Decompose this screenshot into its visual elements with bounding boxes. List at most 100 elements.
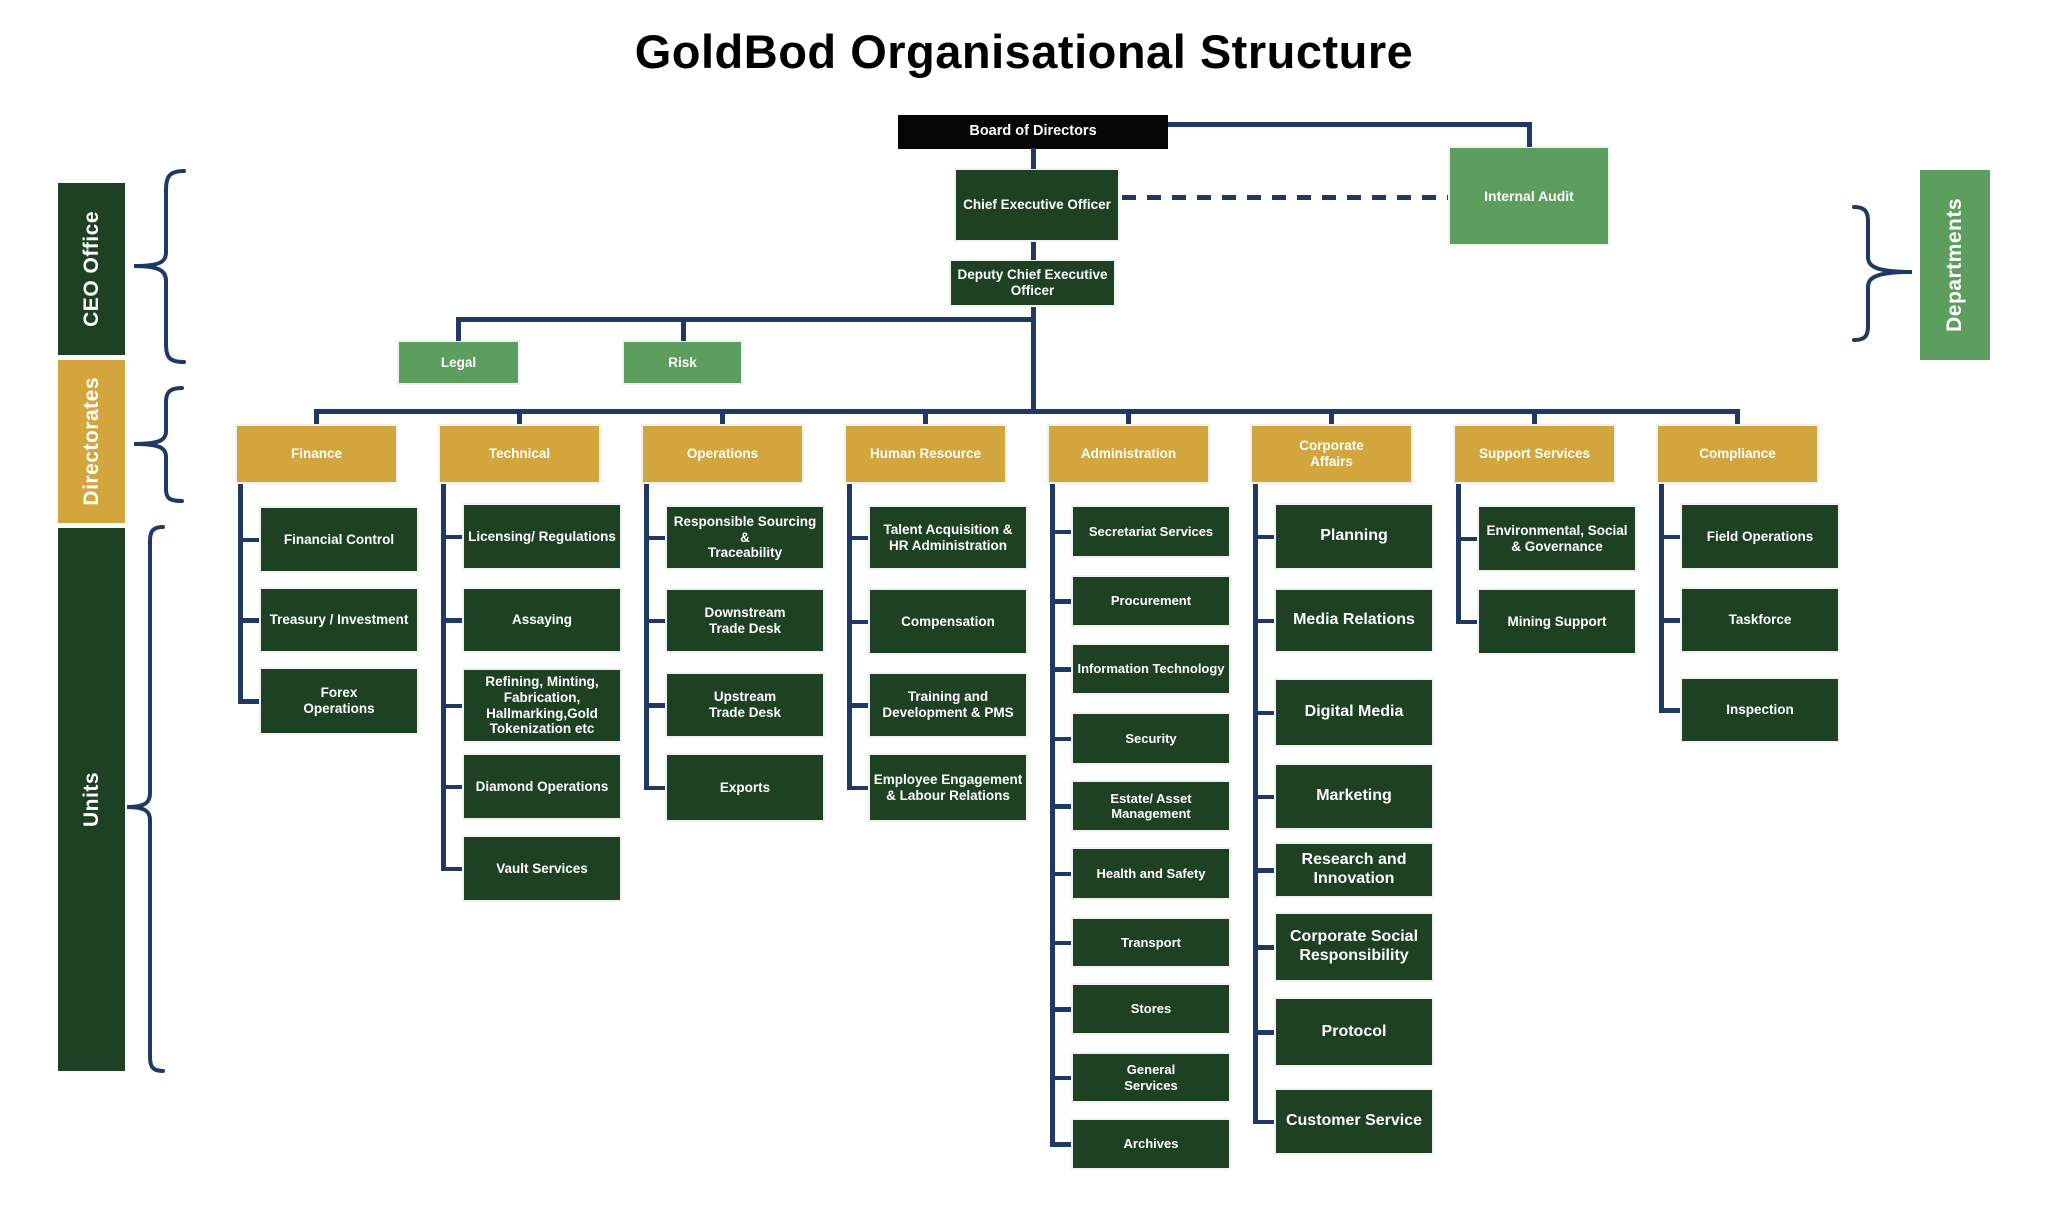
deputy-ceo-box: Deputy Chief Executive Officer bbox=[949, 259, 1116, 307]
unit-box: Upstream Trade Desk bbox=[665, 672, 825, 738]
unit-stub-line bbox=[1253, 710, 1276, 715]
directorates-main-line bbox=[314, 409, 1740, 414]
unit-stub-line bbox=[1050, 804, 1073, 809]
unit-stub-line bbox=[1050, 1142, 1073, 1147]
unit-box: Responsible Sourcing & Traceability bbox=[665, 505, 825, 570]
unit-box: Licensing/ Regulations bbox=[462, 503, 622, 570]
units-spine-line bbox=[441, 484, 446, 871]
legal-risk-line bbox=[456, 317, 1033, 322]
directorate-box-human-resource: Human Resource bbox=[844, 424, 1007, 484]
units-spine-line bbox=[1253, 484, 1258, 1124]
directorate-box-corporate-affairs: Corporate Affairs bbox=[1250, 424, 1413, 484]
unit-box: Media Relations bbox=[1274, 588, 1434, 653]
unit-stub-line bbox=[1456, 536, 1479, 541]
risk-box: Risk bbox=[622, 340, 743, 385]
unit-box: Vault Services bbox=[462, 835, 622, 902]
unit-stub-line bbox=[847, 535, 870, 540]
unit-box: Diamond Operations bbox=[462, 753, 622, 820]
unit-box: Compensation bbox=[868, 588, 1028, 655]
unit-stub-line bbox=[1050, 1075, 1073, 1080]
unit-box: Downstream Trade Desk bbox=[665, 588, 825, 653]
unit-stub-line bbox=[847, 619, 870, 624]
units-spine-line bbox=[847, 484, 852, 790]
internal-audit-drop-line bbox=[1527, 122, 1532, 147]
unit-stub-line bbox=[238, 537, 261, 542]
units-spine-line bbox=[1050, 484, 1055, 1146]
unit-box: Marketing bbox=[1274, 763, 1434, 830]
unit-stub-line bbox=[644, 535, 667, 540]
unit-stub-line bbox=[1253, 1119, 1276, 1124]
unit-stub-line bbox=[1659, 618, 1682, 623]
unit-stub-line bbox=[1253, 945, 1276, 950]
unit-box: Treasury / Investment bbox=[259, 587, 419, 653]
unit-box: Training and Development & PMS bbox=[868, 672, 1028, 738]
side-label-ceo-office: CEO Office bbox=[58, 183, 125, 355]
unit-stub-line bbox=[644, 703, 667, 708]
unit-stub-line bbox=[441, 866, 464, 871]
unit-stub-line bbox=[441, 618, 464, 623]
directorate-box-support-services: Support Services bbox=[1453, 424, 1616, 484]
directorate-drop-line bbox=[1532, 409, 1537, 424]
unit-box: Field Operations bbox=[1680, 503, 1840, 570]
ceo-internal-audit-dashed-line bbox=[1122, 195, 1448, 200]
unit-box: Procurement bbox=[1071, 575, 1231, 627]
unit-box: Health and Safety bbox=[1071, 847, 1231, 900]
unit-stub-line bbox=[238, 699, 261, 704]
unit-box: Corporate Social Responsibility bbox=[1274, 912, 1434, 982]
side-label-departments: Departments bbox=[1920, 170, 1990, 360]
internal-audit-box: Internal Audit bbox=[1448, 146, 1610, 246]
unit-stub-line bbox=[1253, 534, 1276, 539]
unit-stub-line bbox=[644, 785, 667, 790]
side-label-directorates: Directorates bbox=[58, 360, 125, 523]
directorate-drop-line bbox=[517, 409, 522, 424]
directorate-box-administration: Administration bbox=[1047, 424, 1210, 484]
unit-stub-line bbox=[1050, 667, 1073, 672]
unit-stub-line bbox=[238, 618, 261, 623]
directorate-drop-line bbox=[1126, 409, 1131, 424]
unit-stub-line bbox=[1050, 940, 1073, 945]
unit-box: Secretariat Services bbox=[1071, 505, 1231, 558]
unit-box: Forex Operations bbox=[259, 667, 419, 735]
legal-drop-line bbox=[456, 317, 461, 341]
unit-box: Stores bbox=[1071, 983, 1231, 1035]
unit-box: Talent Acquisition & HR Administration bbox=[868, 505, 1028, 570]
board-to-ceo-line bbox=[1031, 148, 1036, 169]
unit-stub-line bbox=[1050, 736, 1073, 741]
unit-box: Environmental, Social & Governance bbox=[1477, 505, 1637, 572]
unit-box: Security bbox=[1071, 712, 1231, 765]
units-spine-line bbox=[238, 484, 243, 703]
directorate-drop-line bbox=[1329, 409, 1334, 424]
units-spine-line bbox=[1456, 484, 1461, 624]
unit-stub-line bbox=[1253, 868, 1276, 873]
unit-box: Inspection bbox=[1680, 677, 1840, 743]
unit-box: Archives bbox=[1071, 1118, 1231, 1170]
board-to-internal-audit-line bbox=[1168, 122, 1531, 127]
page-title: GoldBod Organisational Structure bbox=[634, 25, 1414, 78]
deputy-to-directorates-line bbox=[1031, 307, 1036, 411]
unit-box: Information Technology bbox=[1071, 643, 1231, 695]
unit-box: Taskforce bbox=[1680, 587, 1840, 653]
legal-box: Legal bbox=[397, 340, 520, 385]
unit-box: Exports bbox=[665, 753, 825, 822]
unit-box: Digital Media bbox=[1274, 678, 1434, 747]
directorate-box-finance: Finance bbox=[235, 424, 398, 484]
directorate-box-compliance: Compliance bbox=[1656, 424, 1819, 484]
unit-box: Research and Innovation bbox=[1274, 842, 1434, 898]
unit-box: Employee Engagement & Labour Relations bbox=[868, 753, 1028, 822]
ceo-box: Chief Executive Officer bbox=[954, 168, 1120, 242]
unit-box: Refining, Minting, Fabrication, Hallmark… bbox=[462, 668, 622, 743]
unit-stub-line bbox=[441, 703, 464, 708]
unit-box: Planning bbox=[1274, 503, 1434, 570]
unit-box: Customer Service bbox=[1274, 1088, 1434, 1155]
side-label-units: Units bbox=[58, 528, 125, 1071]
directorate-box-operations: Operations bbox=[641, 424, 804, 484]
unit-box: Protocol bbox=[1274, 997, 1434, 1067]
directorate-box-technical: Technical bbox=[438, 424, 601, 484]
ceo-to-deputy-line bbox=[1031, 242, 1036, 260]
unit-stub-line bbox=[441, 534, 464, 539]
unit-stub-line bbox=[441, 784, 464, 789]
directorate-drop-line bbox=[314, 409, 319, 424]
unit-box: Assaying bbox=[462, 587, 622, 653]
